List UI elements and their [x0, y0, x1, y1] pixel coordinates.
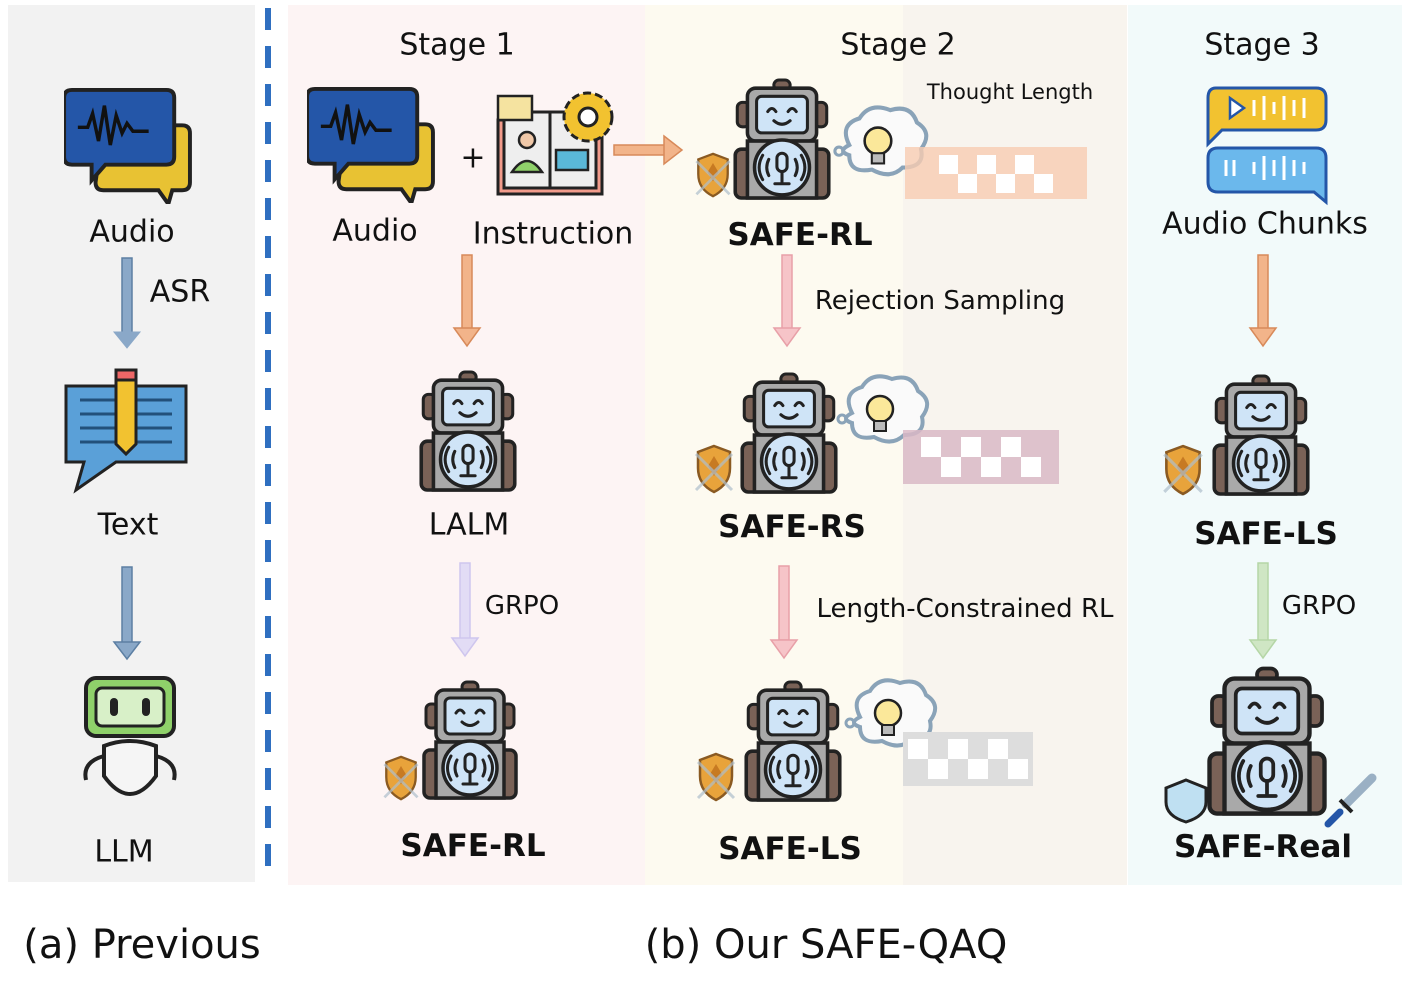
instruction-label: Instruction — [472, 216, 634, 252]
rejection-sampling-label: Rejection Sampling — [814, 286, 1066, 316]
shield-swords-icon — [696, 752, 736, 802]
text-document-icon — [64, 368, 188, 494]
shield-icon — [695, 152, 731, 198]
grpo-label-stage1: GRPO — [484, 591, 560, 621]
arrow-grpo-stage3 — [1248, 562, 1278, 660]
safe-real-label: SAFE-Real — [1174, 829, 1352, 865]
safe-ls-label-stage3: SAFE-LS — [1194, 516, 1338, 552]
safe-ls-label-stage2: SAFE-LS — [718, 831, 862, 867]
thought-length-bar-short — [903, 732, 1033, 786]
stage2-title: Stage 2 — [840, 27, 956, 63]
thought-length-bar-medium — [903, 430, 1059, 484]
arrow-length-constrained-rl — [769, 565, 799, 660]
safe-ls-robot-icon — [744, 680, 842, 802]
thought-length-bar-long — [905, 147, 1087, 199]
stage1-audio-label: Audio — [332, 213, 418, 249]
thought-length-label: Thought Length — [926, 80, 1094, 104]
arrow-stage1-to-stage2 — [613, 134, 684, 166]
audio-chunks-label: Audio Chunks — [1162, 206, 1368, 242]
arrow-rejection-sampling — [772, 254, 802, 348]
safe-rs-label: SAFE-RS — [718, 509, 866, 545]
length-constrained-rl-label: Length-Constrained RL — [816, 594, 1114, 624]
sword-icon — [1324, 773, 1377, 828]
instruction-book-icon — [496, 91, 614, 196]
audio-icon — [307, 86, 435, 203]
safe-rl-label-stage2: SAFE-RL — [727, 217, 873, 253]
shield-icon — [383, 755, 419, 801]
safe-rl-label-stage1: SAFE-RL — [400, 828, 546, 864]
stage3-title: Stage 3 — [1204, 27, 1320, 63]
shield-swords-icon — [694, 444, 734, 494]
safe-rl-robot-icon — [733, 78, 831, 200]
audio-chunks-icon — [1206, 86, 1328, 206]
llm-label: LLM — [94, 834, 154, 870]
audio-label: Audio — [89, 214, 175, 250]
shield-icon — [1164, 778, 1208, 824]
safe-ls-robot-icon — [1212, 374, 1310, 496]
shield-swords-icon — [1162, 444, 1204, 496]
lalm-label: LALM — [428, 507, 510, 543]
safe-rl-robot-icon — [422, 680, 518, 800]
grpo-label-stage3: GRPO — [1281, 591, 1357, 621]
arrow-asr — [112, 257, 142, 349]
safe-real-robot-icon — [1210, 669, 1325, 814]
lalm-robot-icon — [419, 370, 517, 492]
arrow-text-to-llm — [112, 566, 142, 661]
plus-sign: + — [460, 140, 486, 176]
arrow-grpo-stage1 — [450, 562, 480, 658]
safe-rs-robot-icon — [740, 372, 838, 494]
caption-previous: (a) Previous — [23, 922, 261, 968]
asr-label: ASR — [149, 274, 211, 310]
arrow-to-safe-ls — [1248, 254, 1278, 348]
llm-robot-icon — [83, 676, 177, 796]
text-label: Text — [97, 507, 159, 543]
audio-icon — [64, 87, 192, 204]
stage1-title: Stage 1 — [399, 27, 515, 63]
caption-ours: (b) Our SAFE-QAQ — [644, 922, 1008, 968]
arrow-to-lalm — [452, 254, 482, 348]
